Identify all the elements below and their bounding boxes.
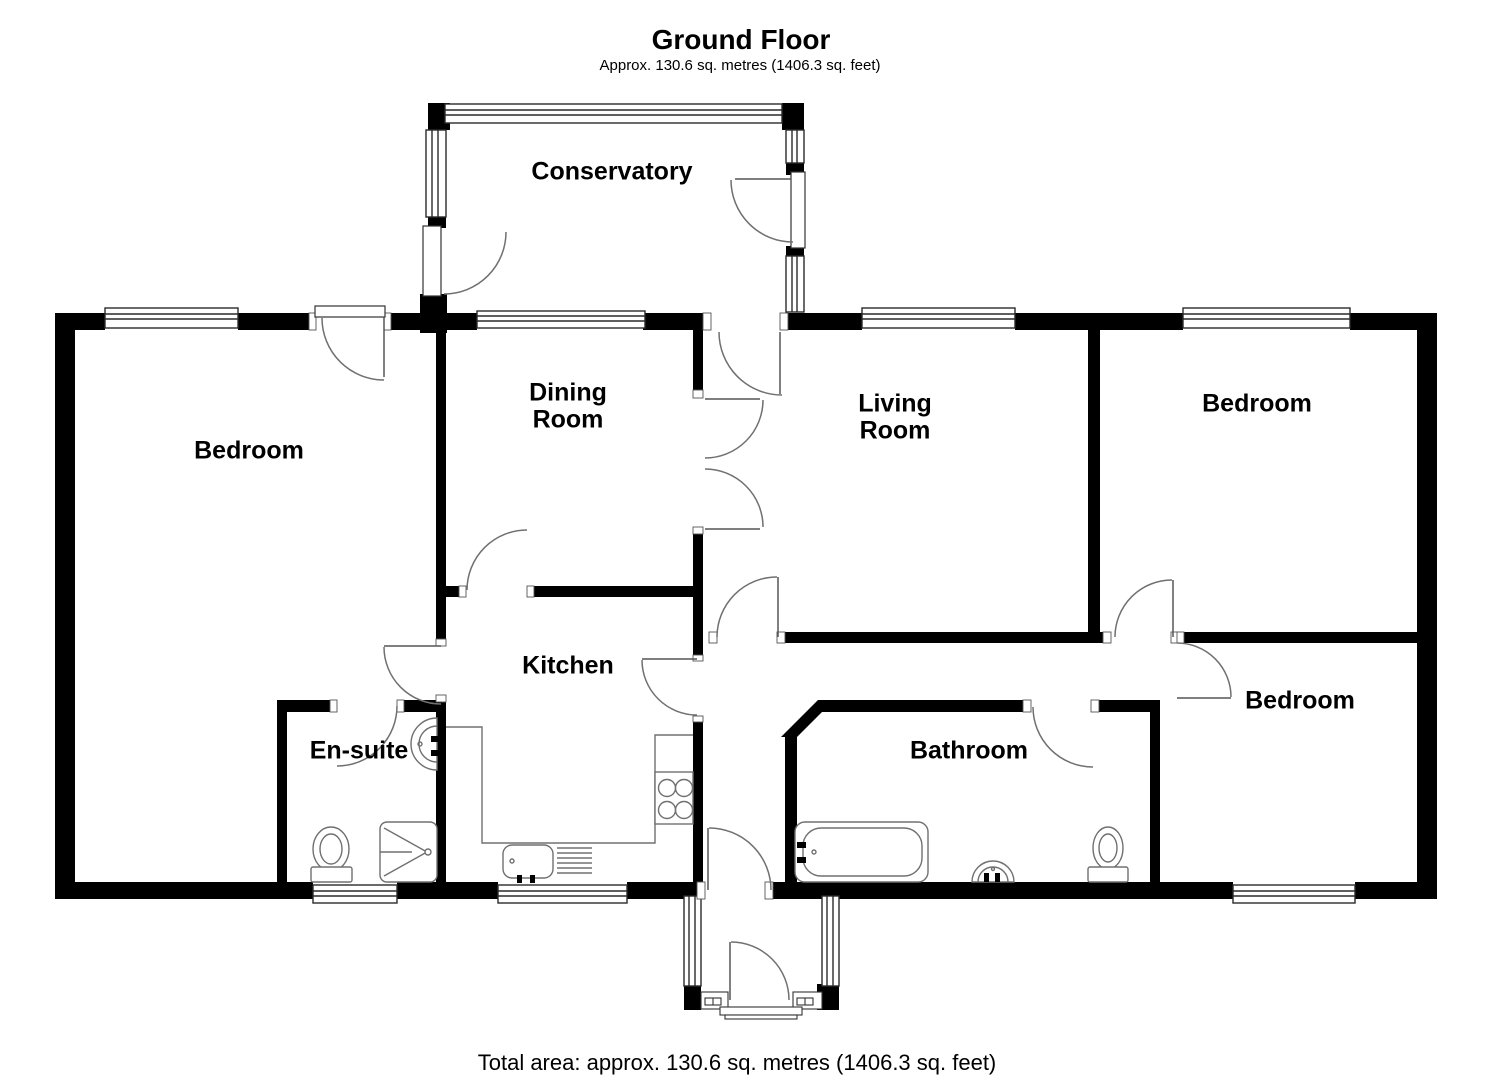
- window: [497, 884, 628, 904]
- wall: [1177, 632, 1420, 643]
- doors: [314, 171, 1232, 1001]
- wall: [277, 700, 330, 712]
- door-kitchen-bedroom: [383, 645, 442, 705]
- wall: [238, 313, 309, 330]
- door-kitchen-hall: [641, 658, 698, 716]
- window: [1182, 307, 1351, 329]
- door-step: [719, 1006, 803, 1016]
- door-conservatory-left: [422, 225, 507, 297]
- toilet-icon: [1087, 826, 1129, 883]
- wall: [443, 586, 465, 597]
- wall: [55, 882, 313, 899]
- door-hall-entrance: [707, 827, 772, 891]
- corner-post: [684, 984, 701, 1010]
- wall: [1088, 330, 1100, 632]
- wall: [693, 330, 703, 397]
- wall: [1150, 703, 1160, 882]
- door-jambs: [308, 312, 1185, 900]
- wall: [787, 313, 862, 330]
- window: [1232, 884, 1356, 904]
- wall: [693, 722, 703, 882]
- door-step: [724, 1014, 798, 1020]
- bathroom-fixtures: [794, 821, 1129, 883]
- window: [785, 255, 805, 313]
- door-front-porch: [729, 941, 790, 1001]
- window: [476, 310, 646, 329]
- door-conservatory-living: [718, 331, 783, 396]
- wall: [1350, 313, 1437, 330]
- toilet-icon: [310, 826, 353, 883]
- drainer-icon: [557, 847, 592, 874]
- door-ensuite: [336, 705, 398, 767]
- porch-sills: [700, 991, 823, 1020]
- window: [425, 129, 447, 218]
- wall: [397, 882, 498, 899]
- double-doors-dining-living: [704, 398, 764, 530]
- kitchen-fixtures: [446, 726, 694, 883]
- corner-post: [782, 103, 804, 130]
- wall: [627, 882, 697, 899]
- wall: [402, 700, 437, 712]
- corner-post: [420, 294, 447, 333]
- shower-icon: [379, 821, 438, 883]
- basin-icon: [410, 717, 441, 771]
- wall: [822, 700, 1030, 712]
- wall: [785, 737, 797, 882]
- wall: [533, 586, 703, 597]
- door-bedroom-left-exterior: [314, 305, 386, 381]
- counter: [446, 726, 693, 844]
- ensuite-fixtures: [310, 717, 441, 883]
- wall: [1417, 313, 1437, 899]
- wall: [277, 700, 287, 882]
- wall: [1098, 700, 1160, 712]
- basin-icon: [971, 860, 1015, 883]
- hob-icon: [654, 771, 694, 825]
- window: [312, 884, 398, 904]
- window: [444, 103, 783, 124]
- wall: [1015, 313, 1183, 330]
- door-dining-kitchen: [466, 529, 528, 591]
- window: [104, 307, 239, 329]
- wall: [436, 702, 446, 882]
- wall: [765, 882, 1233, 899]
- wall: [436, 327, 446, 645]
- wall: [428, 215, 446, 228]
- wall: [785, 632, 1110, 643]
- door-bathroom: [1032, 706, 1094, 768]
- windows: [104, 103, 1356, 987]
- wall: [643, 313, 703, 330]
- door-living-hall: [716, 576, 779, 638]
- door-bedroom-bottom-right: [1176, 642, 1232, 699]
- wall: [786, 246, 804, 256]
- wall: [55, 313, 75, 899]
- conservatory-structure: [420, 103, 804, 333]
- window: [785, 129, 805, 164]
- window: [683, 895, 702, 987]
- sink-icon: [502, 844, 554, 883]
- window: [821, 895, 840, 987]
- wall: [1355, 882, 1437, 899]
- door-bedroom-top-right: [1114, 579, 1174, 638]
- interior-walls: [277, 327, 1420, 882]
- window: [861, 307, 1016, 329]
- bathtub-icon: [794, 821, 929, 883]
- wall-diagonal: [781, 700, 834, 737]
- exterior-walls: [55, 313, 1437, 899]
- door-conservatory-right: [730, 171, 806, 249]
